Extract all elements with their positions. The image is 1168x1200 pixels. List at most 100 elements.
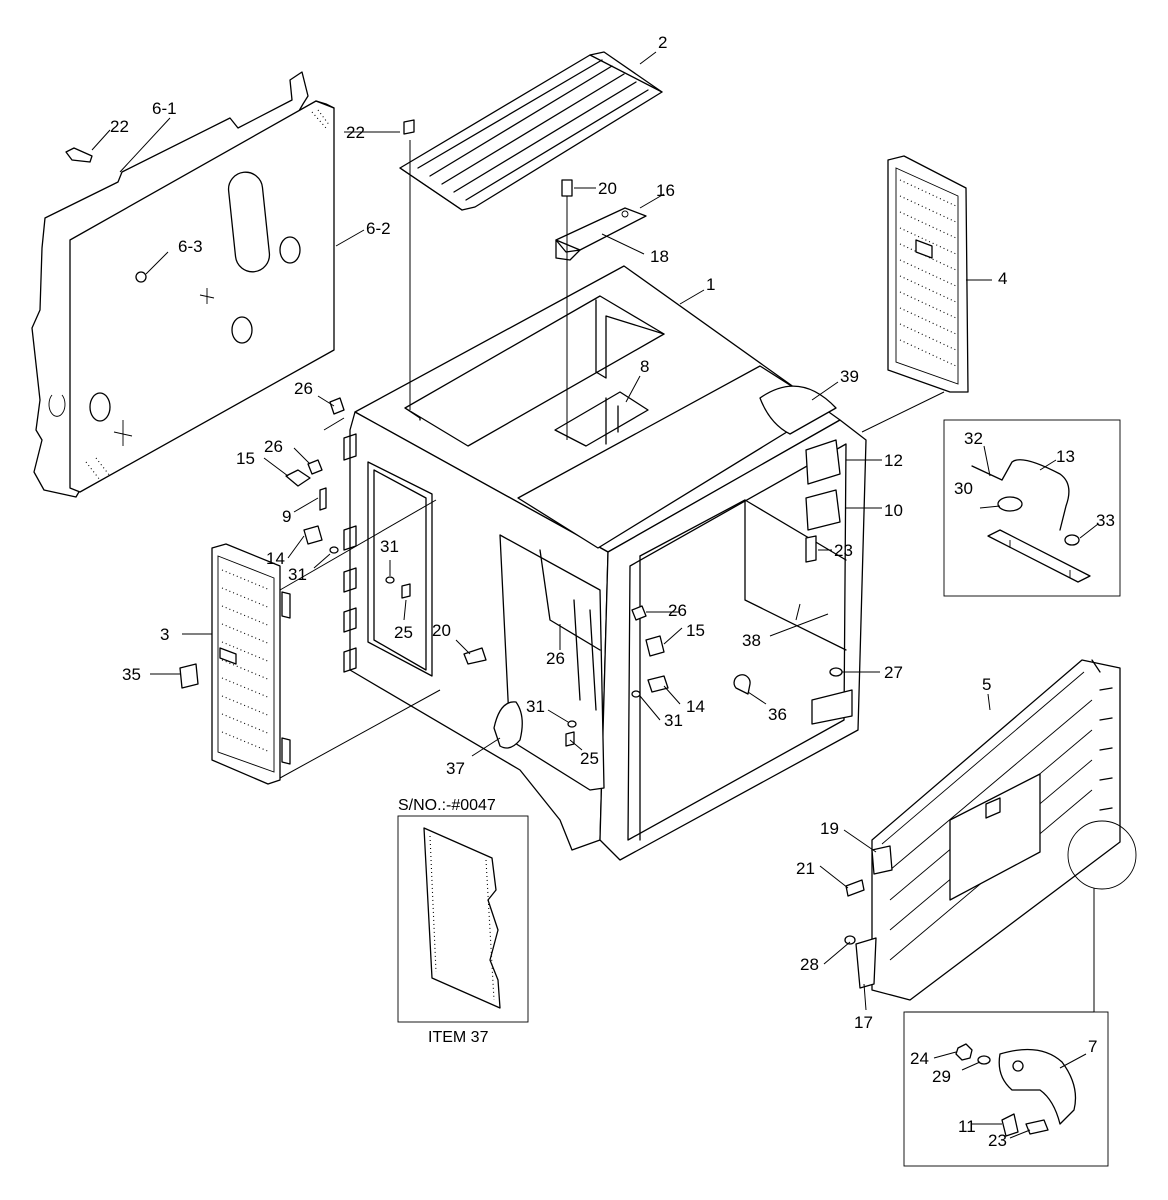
nut-25 — [565, 731, 575, 747]
nut-26 — [307, 459, 323, 475]
bolt-21 — [845, 879, 865, 897]
callout-31: 31 — [288, 565, 307, 584]
callout-5: 5 — [982, 675, 991, 694]
callout-8: 8 — [640, 357, 649, 376]
latch-35 — [179, 663, 199, 689]
callout-31: 31 — [380, 537, 399, 556]
callout-25: 25 — [394, 623, 413, 642]
grommet-36 — [733, 674, 751, 695]
callout-15: 15 — [236, 449, 255, 468]
callout-17: 17 — [854, 1013, 873, 1032]
callout-22: 22 — [110, 117, 129, 136]
callout-11: 11 — [958, 1117, 976, 1136]
callout-26: 26 — [668, 601, 687, 620]
grommet-6-3 — [135, 271, 147, 283]
callout-10: 10 — [884, 501, 903, 520]
callout-20: 20 — [432, 621, 451, 640]
pin-15 — [645, 635, 665, 657]
callout-16: 16 — [656, 181, 675, 200]
callout-21: 21 — [796, 859, 815, 878]
callout-31: 31 — [664, 711, 683, 730]
frame-1 — [343, 265, 867, 861]
callout-30: 30 — [954, 479, 973, 498]
cover-16 — [555, 207, 647, 261]
grille-panel-3 — [179, 543, 291, 785]
callout-13: 13 — [1056, 447, 1075, 466]
pin-9 — [319, 487, 327, 511]
callout-15: 15 — [686, 621, 705, 640]
bolt-23 — [805, 535, 817, 563]
nut-26 — [631, 605, 647, 621]
hinge-19 — [871, 845, 893, 875]
assembly-lines — [279, 140, 1094, 1013]
callout-31: 31 — [526, 697, 545, 716]
panel-oval-slot — [227, 171, 271, 273]
inset-caption: ITEM 37 — [428, 1029, 489, 1046]
callout-12: 12 — [884, 451, 903, 470]
washer-29 — [977, 1055, 991, 1065]
washer-28 — [844, 935, 856, 945]
callout-6-3: 6-3 — [178, 237, 203, 256]
callout-24: 24 — [910, 1049, 929, 1068]
pin-15 — [285, 469, 311, 487]
nut-26 — [329, 397, 345, 415]
latch-17 — [855, 937, 877, 989]
callout-37: 37 — [446, 759, 465, 778]
washer-31 — [385, 576, 395, 584]
callout-14: 14 — [686, 697, 705, 716]
callout-4: 4 — [998, 269, 1007, 288]
washer-30 — [997, 496, 1023, 512]
nut-24 — [955, 1043, 973, 1061]
callout-6-1: 6-1 — [152, 99, 177, 118]
callout-26: 26 — [546, 649, 565, 668]
step-2 — [399, 51, 663, 211]
callout-2: 2 — [658, 33, 667, 52]
hinge-7 — [998, 1048, 1077, 1125]
callout-23: 23 — [988, 1131, 1007, 1150]
callout-39: 39 — [840, 367, 859, 386]
callout-9: 9 — [282, 507, 291, 526]
callout-20: 20 — [598, 179, 617, 198]
panel-hole — [89, 392, 111, 422]
callout-33: 33 — [1096, 511, 1115, 530]
door-5 — [855, 659, 1121, 1001]
callout-27: 27 — [884, 663, 903, 682]
callout-labels: 2 22 6-1 22 20 16 6-3 6-2 18 1 4 8 39 26… — [110, 33, 1115, 1150]
grille-panel-4 — [887, 155, 969, 393]
callout-26: 26 — [264, 437, 283, 456]
inset-handle — [943, 419, 1121, 597]
bushing-11 — [1001, 1113, 1019, 1137]
callout-19: 19 — [820, 819, 839, 838]
callout-14: 14 — [266, 549, 285, 568]
callout-7: 7 — [1088, 1037, 1097, 1056]
callout-29: 29 — [932, 1067, 951, 1086]
panel-hole — [279, 236, 301, 264]
washer-31 — [631, 690, 641, 698]
callout-23: 23 — [834, 541, 853, 560]
bolt-14 — [303, 525, 323, 545]
callout-38: 38 — [742, 631, 761, 650]
callout-3: 3 — [160, 625, 169, 644]
callout-25: 25 — [580, 749, 599, 768]
nut-25 — [401, 583, 411, 599]
bolt-14 — [647, 675, 669, 693]
washer-31 — [329, 546, 339, 554]
panel-6-2 — [69, 100, 335, 493]
callout-28: 28 — [800, 955, 819, 974]
panel-hole — [231, 316, 253, 344]
cover-39 — [759, 385, 837, 435]
callout-22: 22 — [346, 123, 365, 142]
bolt-20 — [463, 647, 487, 665]
item-37-patch — [493, 701, 523, 749]
callout-35: 35 — [122, 665, 141, 684]
callout-26: 26 — [294, 379, 313, 398]
bolt-22 — [65, 147, 93, 163]
callout-18: 18 — [650, 247, 669, 266]
callout-1: 1 — [706, 275, 715, 294]
callout-32: 32 — [964, 429, 983, 448]
bolt-20 — [561, 179, 573, 197]
callout-leaders — [91, 51, 1099, 1139]
grommet-33 — [1064, 534, 1080, 546]
bolt-23 — [1025, 1119, 1049, 1135]
bolt-22 — [403, 119, 415, 135]
